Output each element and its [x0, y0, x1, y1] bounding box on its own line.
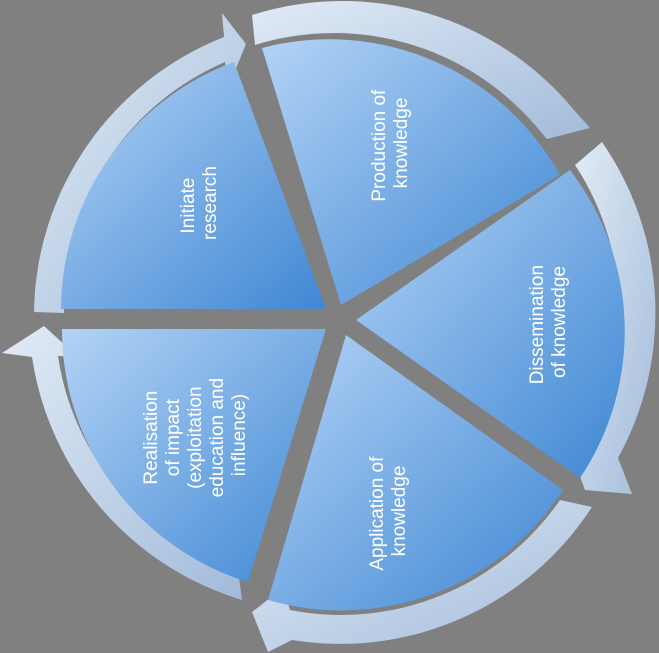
- label-line: Dissemination: [527, 265, 548, 384]
- label-line: knowledge: [389, 466, 410, 557]
- segment-initiate-research: [61, 62, 326, 309]
- label-line: knowledge: [391, 98, 412, 189]
- label-production-of-knowledge: Production of knowledge: [369, 84, 412, 201]
- label-line: of knowledge: [549, 266, 570, 378]
- cycle-arrow-1: [34, 13, 246, 313]
- label-line: research: [200, 166, 221, 240]
- label-dissemination-of-knowledge: Dissemination of knowledge: [527, 260, 570, 385]
- label-line: Initiate: [178, 178, 199, 234]
- label-line: education and: [207, 378, 228, 497]
- label-realisation-of-impact: Realisation of impact (exploitation educ…: [141, 373, 250, 498]
- label-initiate-research: Initiate research: [178, 166, 221, 240]
- label-line: Realisation: [141, 391, 162, 485]
- segment-realisation-of-impact: [61, 329, 326, 582]
- segment-application-of-knowledge: [268, 335, 563, 611]
- label-line: Application of: [367, 456, 388, 571]
- label-line: of impact: [163, 398, 184, 476]
- label-line: influence): [229, 394, 250, 476]
- cycle-arrow-4: [252, 500, 592, 652]
- segment-production-of-knowledge: [262, 39, 560, 305]
- cycle-arrow-2: [252, 0, 590, 140]
- label-line: Production of: [369, 89, 390, 202]
- cycle-arrow-5: [2, 326, 242, 600]
- label-application-of-knowledge: Application of knowledge: [367, 451, 410, 570]
- cycle-arrow-3: [574, 142, 656, 494]
- label-line: (exploitation: [185, 386, 206, 488]
- segment-dissemination-of-knowledge: [356, 170, 625, 478]
